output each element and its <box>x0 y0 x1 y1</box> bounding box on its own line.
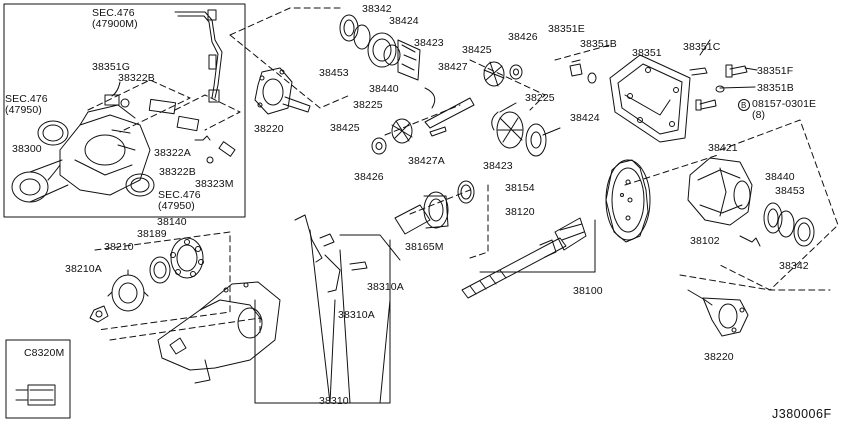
label-38310a-top: 38310A <box>367 281 404 293</box>
label-38351e: 38351E <box>548 23 585 35</box>
sealant-tube-icon <box>15 384 56 406</box>
label-38322b-top: 38322B <box>118 72 155 84</box>
drive-pinion-shaft <box>461 217 587 299</box>
label-sec476-47950-bottom: SEC.476 (47950) <box>158 189 201 212</box>
label-38453-right: 38453 <box>775 185 805 197</box>
label-38351b-right: 38351B <box>757 82 794 94</box>
label-38102: 38102 <box>690 235 720 247</box>
label-38351g: 38351G <box>92 61 130 73</box>
label-38120: 38120 <box>505 206 535 218</box>
label-38140: 38140 <box>157 216 187 228</box>
label-38300: 38300 <box>12 143 42 155</box>
side-gears-38425-38426 <box>371 61 523 155</box>
label-38425-top: 38425 <box>462 44 492 56</box>
bearings-38342-38440-38453 <box>339 14 436 109</box>
label-bolt-circle-b: B <box>741 101 747 110</box>
label-38427a: 38427A <box>408 155 445 167</box>
label-38427: 38427 <box>438 61 468 73</box>
label-38421: 38421 <box>708 142 738 154</box>
label-sec476-47950-left: SEC.476 (47950) <box>5 93 48 116</box>
label-38165m: 38165M <box>405 241 444 253</box>
label-38210: 38210 <box>104 241 134 253</box>
differential-assembly-38300 <box>11 98 236 203</box>
label-38220-right: 38220 <box>704 351 734 363</box>
label-38322b-bottom: 38322B <box>159 166 196 178</box>
gear-carrier-38310 <box>157 214 368 384</box>
rear-cover-38351 <box>569 54 748 143</box>
label-38453-top: 38453 <box>319 67 349 79</box>
label-38440-top: 38440 <box>369 83 399 95</box>
differential-assembly-frame <box>3 3 246 218</box>
label-38423-right: 38423 <box>483 160 513 172</box>
pinion-flange-38220-right <box>687 289 749 337</box>
label-sec476-47900m: SEC.476 (47900M) <box>92 7 138 30</box>
front-seal-bearings-38140-38189-38210 <box>89 237 204 323</box>
label-38351f: 38351F <box>757 65 794 77</box>
label-38425-mid: 38425 <box>330 122 360 134</box>
leader-lines <box>254 39 758 404</box>
speed-sensor-harness <box>104 9 223 108</box>
label-38220-top: 38220 <box>254 123 284 135</box>
label-38225-top: 38225 <box>353 99 383 111</box>
dashed-group-outlines <box>87 7 839 341</box>
label-38351: 38351 <box>632 47 662 59</box>
label-38424-right: 38424 <box>570 112 600 124</box>
label-38100: 38100 <box>573 285 603 297</box>
label-c8320m: C8320M <box>24 347 65 359</box>
cross-shaft-38427 <box>424 97 475 137</box>
label-38426-top: 38426 <box>508 31 538 43</box>
differential-case-38421 <box>687 157 815 247</box>
label-38225-right: 38225 <box>525 92 555 104</box>
label-08157-0301e: 08157-0301E (8) <box>752 98 817 121</box>
label-38351b-top: 38351B <box>580 38 617 50</box>
pinion-bearings-38165m-38120-38154 <box>394 180 475 235</box>
label-38189: 38189 <box>137 228 167 240</box>
diagram-reference-id: J380006F <box>772 407 832 421</box>
label-38210a: 38210A <box>65 263 102 275</box>
inset-c8320m-frame <box>5 339 71 419</box>
label-38424-top: 38424 <box>389 15 419 27</box>
label-38426-mid: 38426 <box>354 171 384 183</box>
label-38423-top: 38423 <box>414 37 444 49</box>
label-38322a: 38322A <box>154 147 191 159</box>
side-gear-38423-right <box>491 111 547 157</box>
pinion-flange-38220-top <box>254 67 311 115</box>
bolt-callout-circle <box>738 99 750 111</box>
label-38342-top: 38342 <box>362 3 392 15</box>
ring-gear-38100 <box>605 159 651 243</box>
label-38342-right: 38342 <box>779 260 809 272</box>
label-38351c: 38351C <box>683 41 721 53</box>
label-38310: 38310 <box>319 395 349 407</box>
label-38440-right: 38440 <box>765 171 795 183</box>
label-38323m: 38323M <box>195 178 234 190</box>
label-38154: 38154 <box>505 182 535 194</box>
label-38310a-bottom: 38310A <box>338 309 375 321</box>
